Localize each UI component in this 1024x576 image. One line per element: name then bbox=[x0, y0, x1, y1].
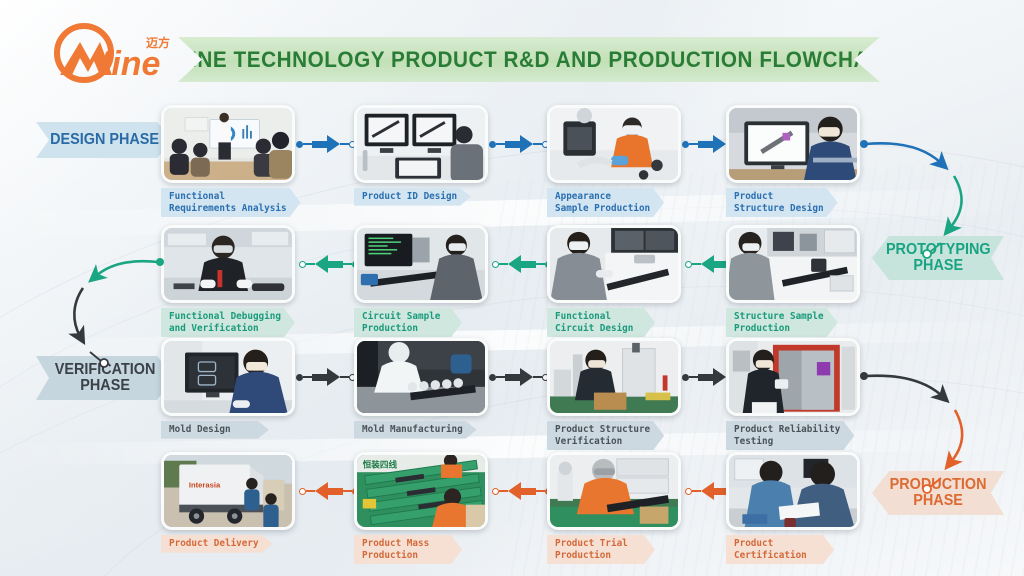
step-card[interactable]: 恒装四线 bbox=[354, 452, 488, 564]
step-thumbnail bbox=[161, 105, 295, 183]
background-band bbox=[0, 320, 1024, 360]
step-card[interactable]: Product ID Design bbox=[354, 105, 488, 206]
step-label: Product Trial Production bbox=[547, 535, 655, 564]
step-label: Product ID Design bbox=[354, 188, 471, 206]
step-label: Mold Design bbox=[161, 421, 269, 439]
step-label: Circuit Sample Production bbox=[354, 308, 462, 337]
phase-label-prototyping: PROTOTYPING PHASE bbox=[872, 236, 1004, 280]
step-label: Product Structure Verification bbox=[547, 421, 664, 450]
phase-label-design: DESIGN PHASE bbox=[36, 122, 174, 158]
phase-label-prototyping-text: PROTOTYPING PHASE bbox=[885, 241, 991, 274]
step-card[interactable]: Functional Circuit Design bbox=[547, 225, 681, 337]
phase-label-production: PRODUCTION PHASE bbox=[872, 471, 1004, 515]
step-label: Product Certification bbox=[726, 535, 834, 564]
step-thumbnail bbox=[354, 105, 488, 183]
svg-text:迈方: 迈方 bbox=[146, 35, 170, 50]
step-card[interactable]: Product Reliability Testing bbox=[726, 338, 860, 450]
step-thumbnail bbox=[354, 338, 488, 416]
svg-text:fine: fine bbox=[100, 45, 160, 83]
step-thumbnail: Interasia bbox=[161, 452, 295, 530]
step-label: Product Delivery bbox=[161, 535, 273, 553]
phase-label-production-text: PRODUCTION PHASE bbox=[889, 476, 987, 509]
step-label: Product Reliability Testing bbox=[726, 421, 854, 450]
step-label: Structure Sample Production bbox=[726, 308, 838, 337]
step-card[interactable]: Mold Manufacturing bbox=[354, 338, 488, 439]
step-label: Functional Requirements Analysis bbox=[161, 188, 301, 217]
mfine-logo: fine 迈方 bbox=[34, 20, 190, 90]
step-label: Product Mass Production bbox=[354, 535, 462, 564]
step-thumbnail bbox=[354, 225, 488, 303]
step-card[interactable]: Appearance Sample Production bbox=[547, 105, 681, 217]
step-card[interactable]: Product Structure Verification bbox=[547, 338, 681, 450]
phase-label-design-text: DESIGN PHASE bbox=[50, 131, 160, 149]
phase-label-verification: VERIFICATION PHASE bbox=[36, 356, 174, 400]
step-thumbnail bbox=[547, 338, 681, 416]
svg-text:Interasia: Interasia bbox=[189, 480, 221, 489]
step-label: Product Structure Design bbox=[726, 188, 838, 217]
step-thumbnail bbox=[726, 452, 860, 530]
page-title-banner: MFINE TECHNOLOGY PRODUCT R&D AND PRODUCT… bbox=[178, 37, 880, 82]
svg-text:恒装四线: 恒装四线 bbox=[363, 458, 398, 470]
step-thumbnail bbox=[547, 105, 681, 183]
page-title: MFINE TECHNOLOGY PRODUCT R&D AND PRODUCT… bbox=[160, 46, 898, 72]
step-card[interactable]: Circuit Sample Production bbox=[354, 225, 488, 337]
step-thumbnail bbox=[726, 105, 860, 183]
step-card[interactable]: Structure Sample Production bbox=[726, 225, 860, 337]
connector-arrow bbox=[492, 254, 552, 274]
connector-arrow bbox=[489, 367, 549, 387]
connector-arrow bbox=[685, 481, 745, 501]
step-card[interactable]: Product Structure Design bbox=[726, 105, 860, 217]
step-thumbnail: 恒装四线 bbox=[354, 452, 488, 530]
step-thumbnail bbox=[547, 452, 681, 530]
connector-arrow bbox=[489, 134, 549, 154]
connector-arrow bbox=[299, 254, 359, 274]
step-label: Appearance Sample Production bbox=[547, 188, 664, 217]
background-band bbox=[0, 427, 1024, 467]
step-card[interactable]: Functional Debugging and Verification bbox=[161, 225, 295, 337]
step-label: Functional Debugging and Verification bbox=[161, 308, 295, 337]
step-label: Mold Manufacturing bbox=[354, 421, 477, 439]
connector-arrow bbox=[299, 481, 359, 501]
step-thumbnail bbox=[726, 225, 860, 303]
step-card[interactable]: Product Certification bbox=[726, 452, 860, 564]
step-thumbnail bbox=[726, 338, 860, 416]
step-thumbnail bbox=[161, 225, 295, 303]
step-label: Functional Circuit Design bbox=[547, 308, 655, 337]
background-band bbox=[0, 187, 1024, 239]
phase-label-verification-text: VERIFICATION PHASE bbox=[54, 361, 156, 394]
step-card[interactable]: Product Trial Production bbox=[547, 452, 681, 564]
step-card[interactable]: Functional Requirements Analysis bbox=[161, 105, 295, 217]
connector-arrow bbox=[492, 481, 552, 501]
step-card[interactable]: Interasia Product Delivery bbox=[161, 452, 295, 553]
step-thumbnail bbox=[547, 225, 681, 303]
connector-arrow bbox=[296, 367, 356, 387]
step-thumbnail bbox=[161, 338, 295, 416]
connector-arrow bbox=[296, 134, 356, 154]
step-card[interactable]: Mold Design bbox=[161, 338, 295, 439]
